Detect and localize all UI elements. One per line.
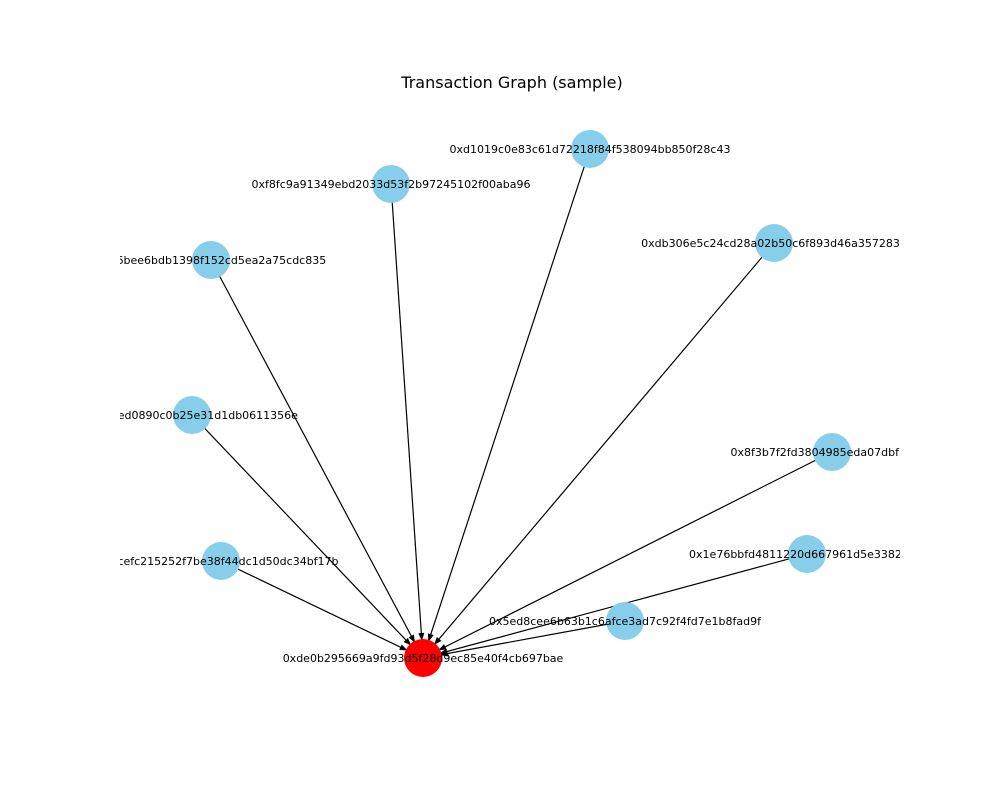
labels-layer: 0xd1019c0e83c61d72218f84f538094bb850f28c… xyxy=(86,143,934,665)
peer-node-n7[interactable] xyxy=(788,535,826,573)
peer-node-n8[interactable] xyxy=(202,542,240,580)
nodes-layer xyxy=(173,130,851,677)
edge-n4 xyxy=(210,259,424,659)
edge-n2 xyxy=(390,183,424,659)
peer-node-label-n5: 5ef40ed0890c0b25e31d1db0611356e xyxy=(86,409,298,422)
peer-node-label-n3: 0xdb306e5c24cd28a02b50c6f893d46a3572835 xyxy=(641,237,907,250)
peer-node-label-n8: 72cefc215252f7be38f44dc1d50dc34bf17b xyxy=(103,555,338,568)
arrowhead-n3 xyxy=(433,636,442,646)
edge-n6 xyxy=(422,451,833,659)
edge-n9 xyxy=(422,620,626,659)
edge-n1 xyxy=(422,148,591,659)
peer-node-label-n1: 0xd1019c0e83c61d72218f84f538094bb850f28c… xyxy=(450,143,731,156)
arrowhead-n1 xyxy=(427,633,434,642)
peer-node-label-n4: 76e6bee6bdb1398f152cd5ea2a75cdc835 xyxy=(96,254,326,267)
edges-layer xyxy=(191,148,833,659)
peer-node-n6[interactable] xyxy=(813,433,851,471)
peer-node-label-n7: 0x1e76bbfd4811220d667961d5e33823bcl xyxy=(689,548,925,561)
arrowhead-n5 xyxy=(403,637,412,646)
peer-node-n3[interactable] xyxy=(755,224,793,262)
graph-title: Transaction Graph (sample) xyxy=(400,73,622,92)
center-node[interactable] xyxy=(404,639,442,677)
peer-node-n2[interactable] xyxy=(372,165,410,203)
peer-node-n1[interactable] xyxy=(571,130,609,168)
peer-node-label-n2: 0xf8fc9a91349ebd2033d53f2b97245102f00aba… xyxy=(252,178,531,191)
arrowhead-n6 xyxy=(438,644,447,651)
edge-n5 xyxy=(191,414,424,659)
arrowhead-n4 xyxy=(408,634,416,643)
arrowhead-n8 xyxy=(399,644,408,651)
edge-n8 xyxy=(220,560,424,659)
edge-n3 xyxy=(422,242,775,659)
arrowhead-n2 xyxy=(418,632,425,642)
peer-node-n4[interactable] xyxy=(192,241,230,279)
peer-node-label-n6: 0x8f3b7f2fd3804985eda07dbf5e9a3 xyxy=(731,446,934,459)
peer-node-n5[interactable] xyxy=(173,396,211,434)
peer-node-n9[interactable] xyxy=(606,602,644,640)
arrowhead-n9 xyxy=(439,650,449,657)
center-node-label: 0xde0b295669a9fd93d5f28d9ec85e40f4cb697b… xyxy=(283,652,564,665)
peer-node-label-n9: 0x5ed8cee6b63b1c6afce3ad7c92f4fd7e1b8fad… xyxy=(489,615,762,628)
center-node-arrowheads xyxy=(399,632,449,657)
